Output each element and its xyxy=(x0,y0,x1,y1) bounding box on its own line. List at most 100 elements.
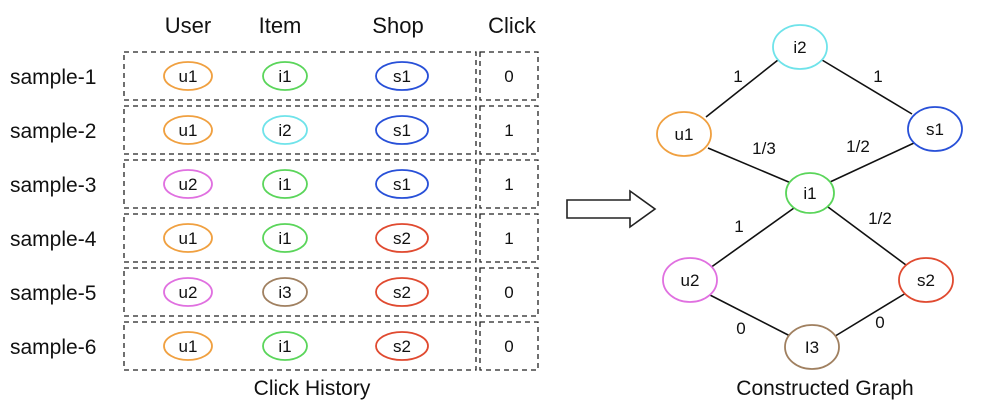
click-value: 0 xyxy=(504,283,513,302)
edge-weight: 1/2 xyxy=(868,209,892,228)
shop-label: s1 xyxy=(393,175,411,194)
edge-weight: 1/2 xyxy=(846,137,870,156)
table-row: sample-5 u2 i3 s2 0 xyxy=(10,267,539,317)
row-feature-box xyxy=(123,267,477,317)
table-row: sample-4 u1 i1 s2 1 xyxy=(10,213,539,263)
click-history-caption: Click History xyxy=(254,377,371,400)
graph-node-i3 xyxy=(784,324,840,370)
constructed-graph: 1 1 1/3 1/2 1 1/2 0 0 i2 u1 s1 i1 u2 s2 … xyxy=(656,24,963,400)
row-feature-box xyxy=(123,105,477,155)
edge-i1-u2 xyxy=(709,207,795,269)
edge-weight: 1/3 xyxy=(752,139,776,158)
graph-node-label: i2 xyxy=(793,38,806,57)
edge-u2-i3 xyxy=(707,293,795,339)
item-label: i1 xyxy=(278,175,291,194)
item-label: i3 xyxy=(278,283,291,302)
header-shop: Shop xyxy=(372,13,423,38)
graph-node-u2 xyxy=(662,257,718,303)
item-node xyxy=(262,277,308,307)
item-node xyxy=(262,61,308,91)
graph-node-label: s1 xyxy=(926,120,944,139)
row-label: sample-5 xyxy=(10,282,96,305)
user-label: u1 xyxy=(179,337,198,356)
user-node xyxy=(163,115,213,145)
edge-i2-s1 xyxy=(821,59,913,115)
row-feature-box xyxy=(123,213,477,263)
edge-s2-i3 xyxy=(831,292,907,339)
item-node xyxy=(262,115,308,145)
item-label: i1 xyxy=(278,67,291,86)
row-label: sample-1 xyxy=(10,66,96,89)
graph-node-s1 xyxy=(907,106,963,152)
graph-node-label: u2 xyxy=(681,271,700,290)
user-node xyxy=(163,61,213,91)
row-click-box xyxy=(479,51,539,101)
edge-weight: 1 xyxy=(734,217,743,236)
row-click-box xyxy=(479,321,539,371)
graph-node-label: s2 xyxy=(917,271,935,290)
click-value: 1 xyxy=(504,175,513,194)
click-value: 0 xyxy=(504,67,513,86)
graph-node-u1 xyxy=(656,111,712,157)
user-node xyxy=(163,223,213,253)
row-click-box xyxy=(479,267,539,317)
row-feature-box xyxy=(123,51,477,101)
table-row: sample-1 u1 i1 s1 0 xyxy=(10,51,539,101)
item-node xyxy=(262,331,308,361)
graph-caption: Constructed Graph xyxy=(736,377,913,400)
header-item: Item xyxy=(259,13,302,38)
graph-node-i2 xyxy=(772,24,828,70)
graph-node-label: I3 xyxy=(805,338,819,357)
edge-weight: 1 xyxy=(733,67,742,86)
edge-u1-i1 xyxy=(707,147,792,184)
graph-node-i1 xyxy=(785,172,835,214)
table-row: sample-2 u1 i2 s1 1 xyxy=(10,105,539,155)
shop-label: s1 xyxy=(393,121,411,140)
graph-node-label: u1 xyxy=(675,125,694,144)
click-value: 1 xyxy=(504,229,513,248)
item-label: i1 xyxy=(278,337,291,356)
shop-label: s2 xyxy=(393,229,411,248)
click-value: 1 xyxy=(504,121,513,140)
user-node xyxy=(163,331,213,361)
shop-node xyxy=(375,331,429,361)
shop-node xyxy=(375,169,429,199)
user-label: u2 xyxy=(179,175,198,194)
table-row: sample-3 u2 i1 s1 1 xyxy=(10,159,539,209)
item-node xyxy=(262,169,308,199)
row-click-box xyxy=(479,105,539,155)
shop-label: s2 xyxy=(393,337,411,356)
table-row: sample-6 u1 i1 s2 0 xyxy=(10,321,539,371)
shop-node xyxy=(375,277,429,307)
click-value: 0 xyxy=(504,337,513,356)
row-feature-box xyxy=(123,321,477,371)
edge-u1-i2 xyxy=(705,59,779,118)
right-arrow-icon xyxy=(566,189,657,229)
user-label: u1 xyxy=(179,67,198,86)
row-feature-box xyxy=(123,159,477,209)
shop-node xyxy=(375,115,429,145)
row-label: sample-6 xyxy=(10,336,96,359)
item-label: i2 xyxy=(278,121,291,140)
edge-weight: 0 xyxy=(875,313,884,332)
edge-i1-s2 xyxy=(827,206,907,266)
header-user: User xyxy=(165,13,211,38)
edge-weight: 1 xyxy=(873,67,882,86)
click-history-panel: User Item Shop Click sample-1 u1 i1 s1 0… xyxy=(10,13,539,400)
user-label: u1 xyxy=(179,229,198,248)
row-label: sample-2 xyxy=(10,120,96,143)
graph-node-s2 xyxy=(898,257,954,303)
graph-node-label: i1 xyxy=(803,184,816,203)
row-label: sample-3 xyxy=(10,174,96,197)
user-node xyxy=(163,277,213,307)
shop-node xyxy=(375,223,429,253)
user-node xyxy=(163,169,213,199)
header-click: Click xyxy=(488,13,537,38)
shop-node xyxy=(375,61,429,91)
row-label: sample-4 xyxy=(10,228,97,251)
user-label: u1 xyxy=(179,121,198,140)
item-label: i1 xyxy=(278,229,291,248)
shop-label: s2 xyxy=(393,283,411,302)
row-click-box xyxy=(479,159,539,209)
user-label: u2 xyxy=(179,283,198,302)
